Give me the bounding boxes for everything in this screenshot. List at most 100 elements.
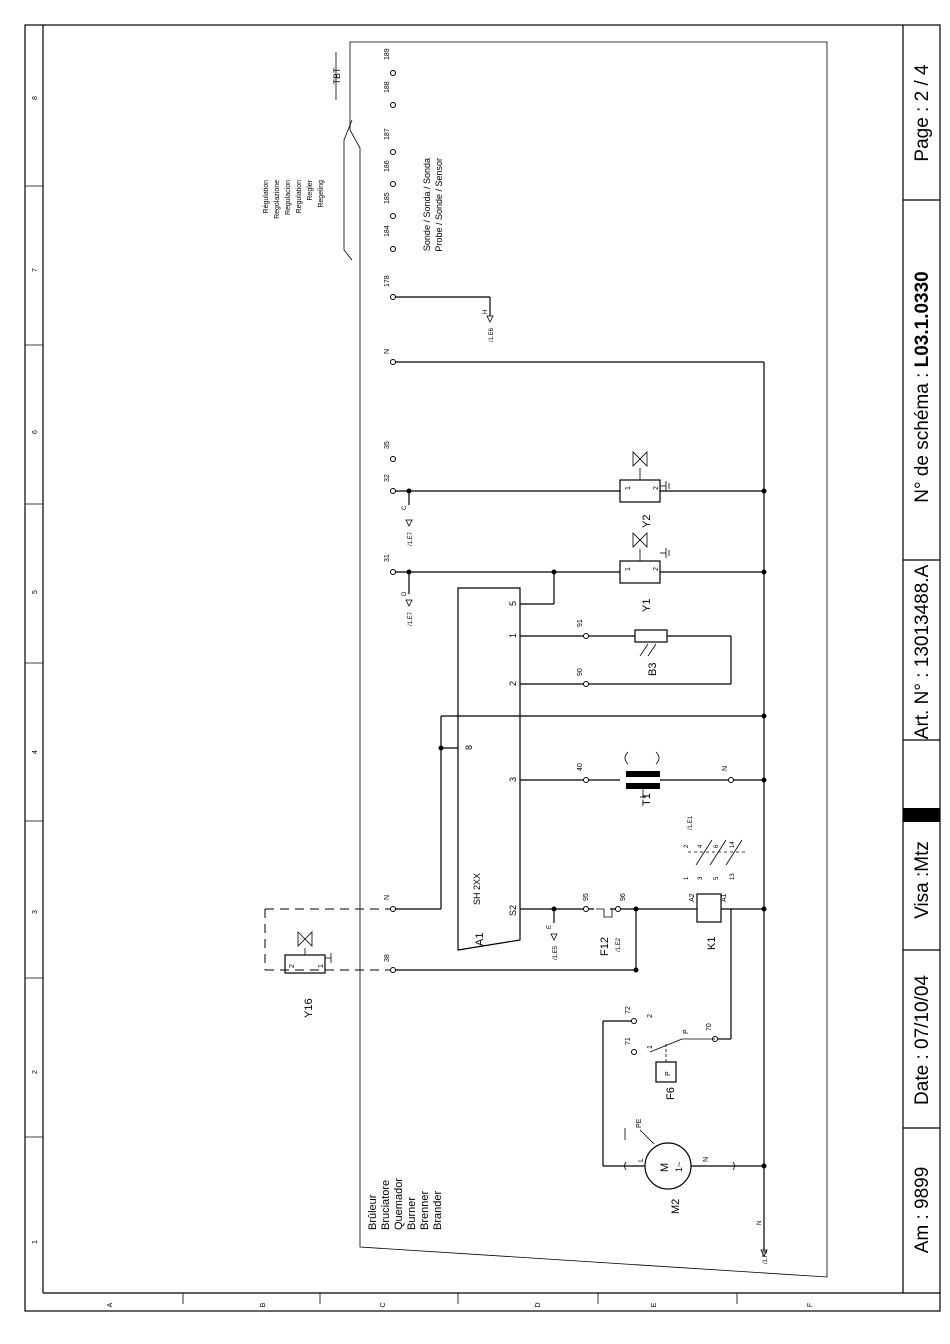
col-scale-c: C <box>380 1302 387 1307</box>
row-scale-1: 1 <box>32 1240 39 1244</box>
svg-text:5: 5 <box>714 876 720 880</box>
y16-label: Y16 <box>303 998 315 1018</box>
y16-pin-1: 1 <box>318 964 325 968</box>
regulation-label: Régulation Regolazione Regulacion Regula… <box>263 179 325 219</box>
a1-model: SH 2XX <box>472 873 482 905</box>
m2-label: M2 <box>670 1199 682 1214</box>
svg-text:Sonde / Sonda / Sonda: Sonde / Sonda / Sonda <box>422 158 432 251</box>
terminal-n-top: N <box>384 349 391 354</box>
t1-label: T1 <box>641 793 653 806</box>
regulation-bracket <box>335 52 353 261</box>
terminal-185: 185 <box>384 192 391 204</box>
svg-text:Regler: Regler <box>307 179 314 200</box>
column-scale: A B C D E F <box>107 1302 814 1307</box>
y16-pin-2: 2 <box>289 964 296 968</box>
y1-pin-2: 2 <box>653 567 660 571</box>
y1-label: Y1 <box>641 599 653 612</box>
title-page: Page : 2 / 4 <box>912 64 933 162</box>
terminal-186: 186 <box>384 160 391 172</box>
terminal-91: 91 <box>577 619 584 627</box>
row-scale-5: 5 <box>32 590 39 594</box>
burner-enclosure <box>349 41 828 1278</box>
title-date: Date : 07/10/04 <box>912 975 933 1105</box>
terminal-38: 38 <box>384 954 391 962</box>
ref-1e5-tag: E <box>547 925 553 929</box>
a1-pin-s2: S2 <box>508 905 518 916</box>
ref-1e2: /1.E2 <box>616 937 622 952</box>
ref-1e7-a-tag: C <box>402 505 408 510</box>
f6-label: F6 <box>665 1087 677 1100</box>
svg-text:Regolazione: Regolazione <box>274 180 281 219</box>
ref-1e7-b: /1.E7 <box>408 611 414 626</box>
col-scale-a: A <box>107 1302 114 1307</box>
a1-pin-8: 8 <box>464 745 474 750</box>
row-scale-7: 7 <box>32 268 39 272</box>
f6-box-p: P <box>665 1071 672 1076</box>
m2-motor: M 1~ L N PE M2 <box>624 1118 735 1214</box>
title-art: Art. N° : 13013488.A <box>912 564 933 739</box>
svg-text:2: 2 <box>684 844 690 848</box>
svg-text:Brander: Brander <box>432 1191 444 1230</box>
a1-label: A1 <box>474 933 486 946</box>
k1-relay: A2 A1 K1 1 2 3 4 5 6 13 14 <box>684 839 746 950</box>
title-block: Am : 9899 Date : 07/10/04 Visa :Mtz Art.… <box>912 64 933 1253</box>
ref-1e1: /1.E1 <box>688 815 694 830</box>
m2-phase: 1~ <box>674 1162 684 1172</box>
ref-1f8-tag: N <box>757 1221 763 1225</box>
b3-photocell: B3 <box>634 629 668 676</box>
k1-label: K1 <box>706 937 718 950</box>
col-scale-b: B <box>260 1302 267 1307</box>
terminal-187: 187 <box>384 128 391 140</box>
f6-pin-2: 2 <box>647 1014 654 1018</box>
sonde-label: Sonde / Sonda / Sonda Probe / Sonde / Se… <box>422 158 444 252</box>
a1-pin-5: 5 <box>508 601 518 606</box>
terminal-n-mid: N <box>384 895 391 900</box>
terminal-labels: 189 188 187 186 185 184 178 N 35 32 31 N… <box>384 48 729 1045</box>
terminal-31: 31 <box>384 554 391 562</box>
svg-text:Quemador: Quemador <box>393 1178 405 1230</box>
cross-references: /1.E6 H /1.E7 C /1.E7 D /1.E5 E /1.E2 /1… <box>402 310 769 1264</box>
b3-label: B3 <box>647 663 659 676</box>
a1-pin-2: 2 <box>508 681 518 686</box>
terminal-markers <box>390 70 734 1055</box>
a1-pin-1: 1 <box>508 633 518 638</box>
y2-label: Y2 <box>641 515 653 528</box>
y2-pin-2: 2 <box>653 486 660 490</box>
svg-text:Burner: Burner <box>406 1197 418 1230</box>
wiring <box>264 296 765 1250</box>
svg-text:Régulation: Régulation <box>263 180 270 214</box>
ref-1e7-a: /1.E7 <box>408 531 414 546</box>
terminal-184: 184 <box>384 225 391 237</box>
row-scale-3: 3 <box>32 910 39 914</box>
t1-transformer: T1 <box>624 751 660 806</box>
svg-text:Probe / Sonde / Sensor: Probe / Sonde / Sensor <box>434 158 444 252</box>
row-scale-2: 2 <box>32 1070 39 1074</box>
k1-pin-a2: A2 <box>689 893 696 902</box>
col-scale-f: F <box>807 1303 814 1307</box>
row-scale-6: 6 <box>32 430 39 434</box>
col-scale-d: D <box>535 1302 542 1307</box>
sheet-frame <box>24 24 941 1312</box>
ref-1e6: /1.E6 <box>489 327 495 342</box>
y2-valve: 1 2 Y2 <box>619 451 670 528</box>
k1-contacts: 1 2 3 4 5 6 13 14 <box>684 839 746 880</box>
a1-pin-3: 3 <box>508 777 518 782</box>
terminal-189: 189 <box>384 48 391 60</box>
terminal-72: 72 <box>625 1006 632 1014</box>
ref-1e5: /1.E5 <box>553 945 559 960</box>
terminal-32: 32 <box>384 474 391 482</box>
terminal-70: 70 <box>706 1023 713 1031</box>
m2-pin-n: N <box>703 1157 710 1162</box>
f6-pin-p: P <box>683 1029 690 1034</box>
svg-text:4: 4 <box>698 844 704 848</box>
row-scale: 1 2 3 4 5 6 7 8 <box>32 96 39 1244</box>
title-schema: N° de schéma : L03.1.0330 <box>912 271 933 503</box>
ref-1e7-b-tag: D <box>402 591 408 596</box>
terminal-90: 90 <box>577 668 584 676</box>
terminal-n-t1: N <box>722 766 729 771</box>
svg-text:13: 13 <box>730 873 736 880</box>
title-visa: Visa :Mtz <box>912 841 933 919</box>
m2-symbol: M <box>659 1163 671 1172</box>
terminal-96: 96 <box>620 893 627 901</box>
